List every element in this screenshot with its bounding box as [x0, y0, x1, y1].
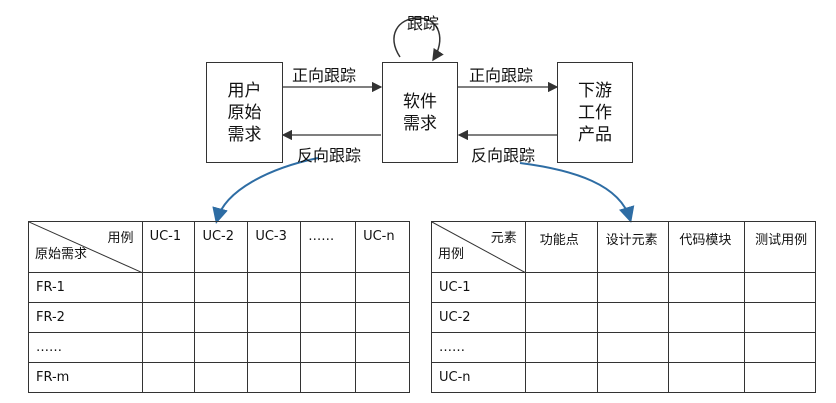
matrix-cell — [668, 362, 746, 393]
matrix-cell — [141, 362, 196, 393]
matrix-cell — [355, 302, 410, 333]
matrix-cell — [355, 272, 410, 303]
matrix-cell — [247, 272, 302, 303]
matrix-cell — [744, 302, 816, 333]
matrix-cell — [141, 272, 196, 303]
matrix-cell — [596, 332, 670, 363]
left-col-header: UC-1 — [141, 221, 196, 273]
left-corner-cell: 用例 原始需求 — [28, 221, 143, 273]
right-row-header: UC-2 — [431, 302, 526, 333]
left-row-header: FR-m — [28, 362, 143, 393]
user-req-line-2: 原始 — [227, 102, 262, 123]
left-row-header: FR-1 — [28, 272, 143, 303]
table-row: FR-2 — [28, 302, 410, 333]
left-col-header: …… — [300, 221, 357, 273]
matrix-cell — [300, 332, 357, 363]
software-req-line-1: 软件 — [403, 91, 437, 112]
matrix-cell — [141, 302, 196, 333]
matrix-cell — [596, 272, 670, 303]
matrix-cell — [247, 362, 302, 393]
matrix-cell — [300, 362, 357, 393]
right-col-header: 测试用例 — [744, 221, 816, 273]
requirements-usecase-matrix: 用例 原始需求 UC-1 UC-2 UC-3 …… UC-n FR-1 FR-2… — [28, 221, 410, 393]
matrix-cell — [194, 362, 249, 393]
left-corner-top: 用例 — [107, 231, 134, 246]
right-corner-top: 元素 — [490, 231, 517, 246]
matrix-cell — [300, 302, 357, 333]
right-row-header: UC-1 — [431, 272, 526, 303]
matrix-cell — [194, 302, 249, 333]
left-col-header: UC-3 — [247, 221, 302, 273]
right-forward-label: 正向跟踪 — [469, 66, 534, 85]
user-requirements-box: 用户 原始 需求 — [206, 62, 283, 163]
matrix-cell — [668, 302, 746, 333]
table-row: UC-n — [431, 362, 816, 393]
user-req-line-3: 需求 — [227, 124, 262, 145]
matrix-cell — [194, 272, 249, 303]
matrix-cell — [524, 272, 598, 303]
matrix-cell — [247, 332, 302, 363]
left-forward-label: 正向跟踪 — [292, 66, 357, 85]
self-trace-loop — [393, 17, 444, 62]
matrix-cell — [668, 332, 746, 363]
table-row: …… — [28, 332, 410, 363]
table-row: …… — [431, 332, 816, 363]
right-corner-cell: 元素 用例 — [431, 221, 526, 273]
user-req-line-1: 用户 — [227, 80, 262, 101]
left-col-header: UC-2 — [194, 221, 249, 273]
right-col-header: 代码模块 — [668, 221, 746, 273]
matrix-cell — [668, 272, 746, 303]
matrix-cell — [744, 332, 816, 363]
matrix-cell — [744, 362, 816, 393]
software-requirements-box: 软件 需求 — [382, 62, 458, 163]
downstream-products-box: 下游 工作 产品 — [557, 62, 633, 163]
matrix-cell — [355, 362, 410, 393]
left-backward-label: 反向跟踪 — [297, 146, 362, 165]
matrix-cell — [524, 362, 598, 393]
table-row: UC-2 — [431, 302, 816, 333]
downstream-line-3: 产品 — [578, 124, 612, 145]
table-row: UC-1 — [431, 272, 816, 303]
right-table-curve — [519, 162, 635, 223]
self-trace-label: 跟踪 — [407, 14, 440, 33]
right-backward-label: 反向跟踪 — [471, 146, 536, 165]
matrix-cell — [355, 332, 410, 363]
matrix-cell — [194, 332, 249, 363]
right-corner-bottom: 用例 — [438, 247, 465, 262]
usecase-element-matrix: 元素 用例 功能点 设计元素 代码模块 测试用例 UC-1 UC-2 …… UC… — [431, 221, 816, 393]
table-row: FR-m — [28, 362, 410, 393]
software-req-line-2: 需求 — [403, 113, 437, 134]
table-row: FR-1 — [28, 272, 410, 303]
matrix-cell — [596, 302, 670, 333]
right-col-header: 功能点 — [524, 221, 598, 273]
left-table-curve — [212, 157, 319, 224]
downstream-line-1: 下游 — [578, 80, 612, 101]
matrix-cell — [744, 272, 816, 303]
matrix-cell — [247, 302, 302, 333]
left-corner-bottom: 原始需求 — [35, 247, 88, 262]
left-col-header: UC-n — [355, 221, 410, 273]
downstream-line-2: 工作 — [578, 102, 612, 123]
left-row-header: …… — [28, 332, 143, 363]
matrix-cell — [524, 302, 598, 333]
matrix-cell — [141, 332, 196, 363]
matrix-cell — [300, 272, 357, 303]
matrix-cell — [524, 332, 598, 363]
right-col-header: 设计元素 — [596, 221, 670, 273]
left-row-header: FR-2 — [28, 302, 143, 333]
right-row-header: …… — [431, 332, 526, 363]
right-row-header: UC-n — [431, 362, 526, 393]
matrix-cell — [596, 362, 670, 393]
